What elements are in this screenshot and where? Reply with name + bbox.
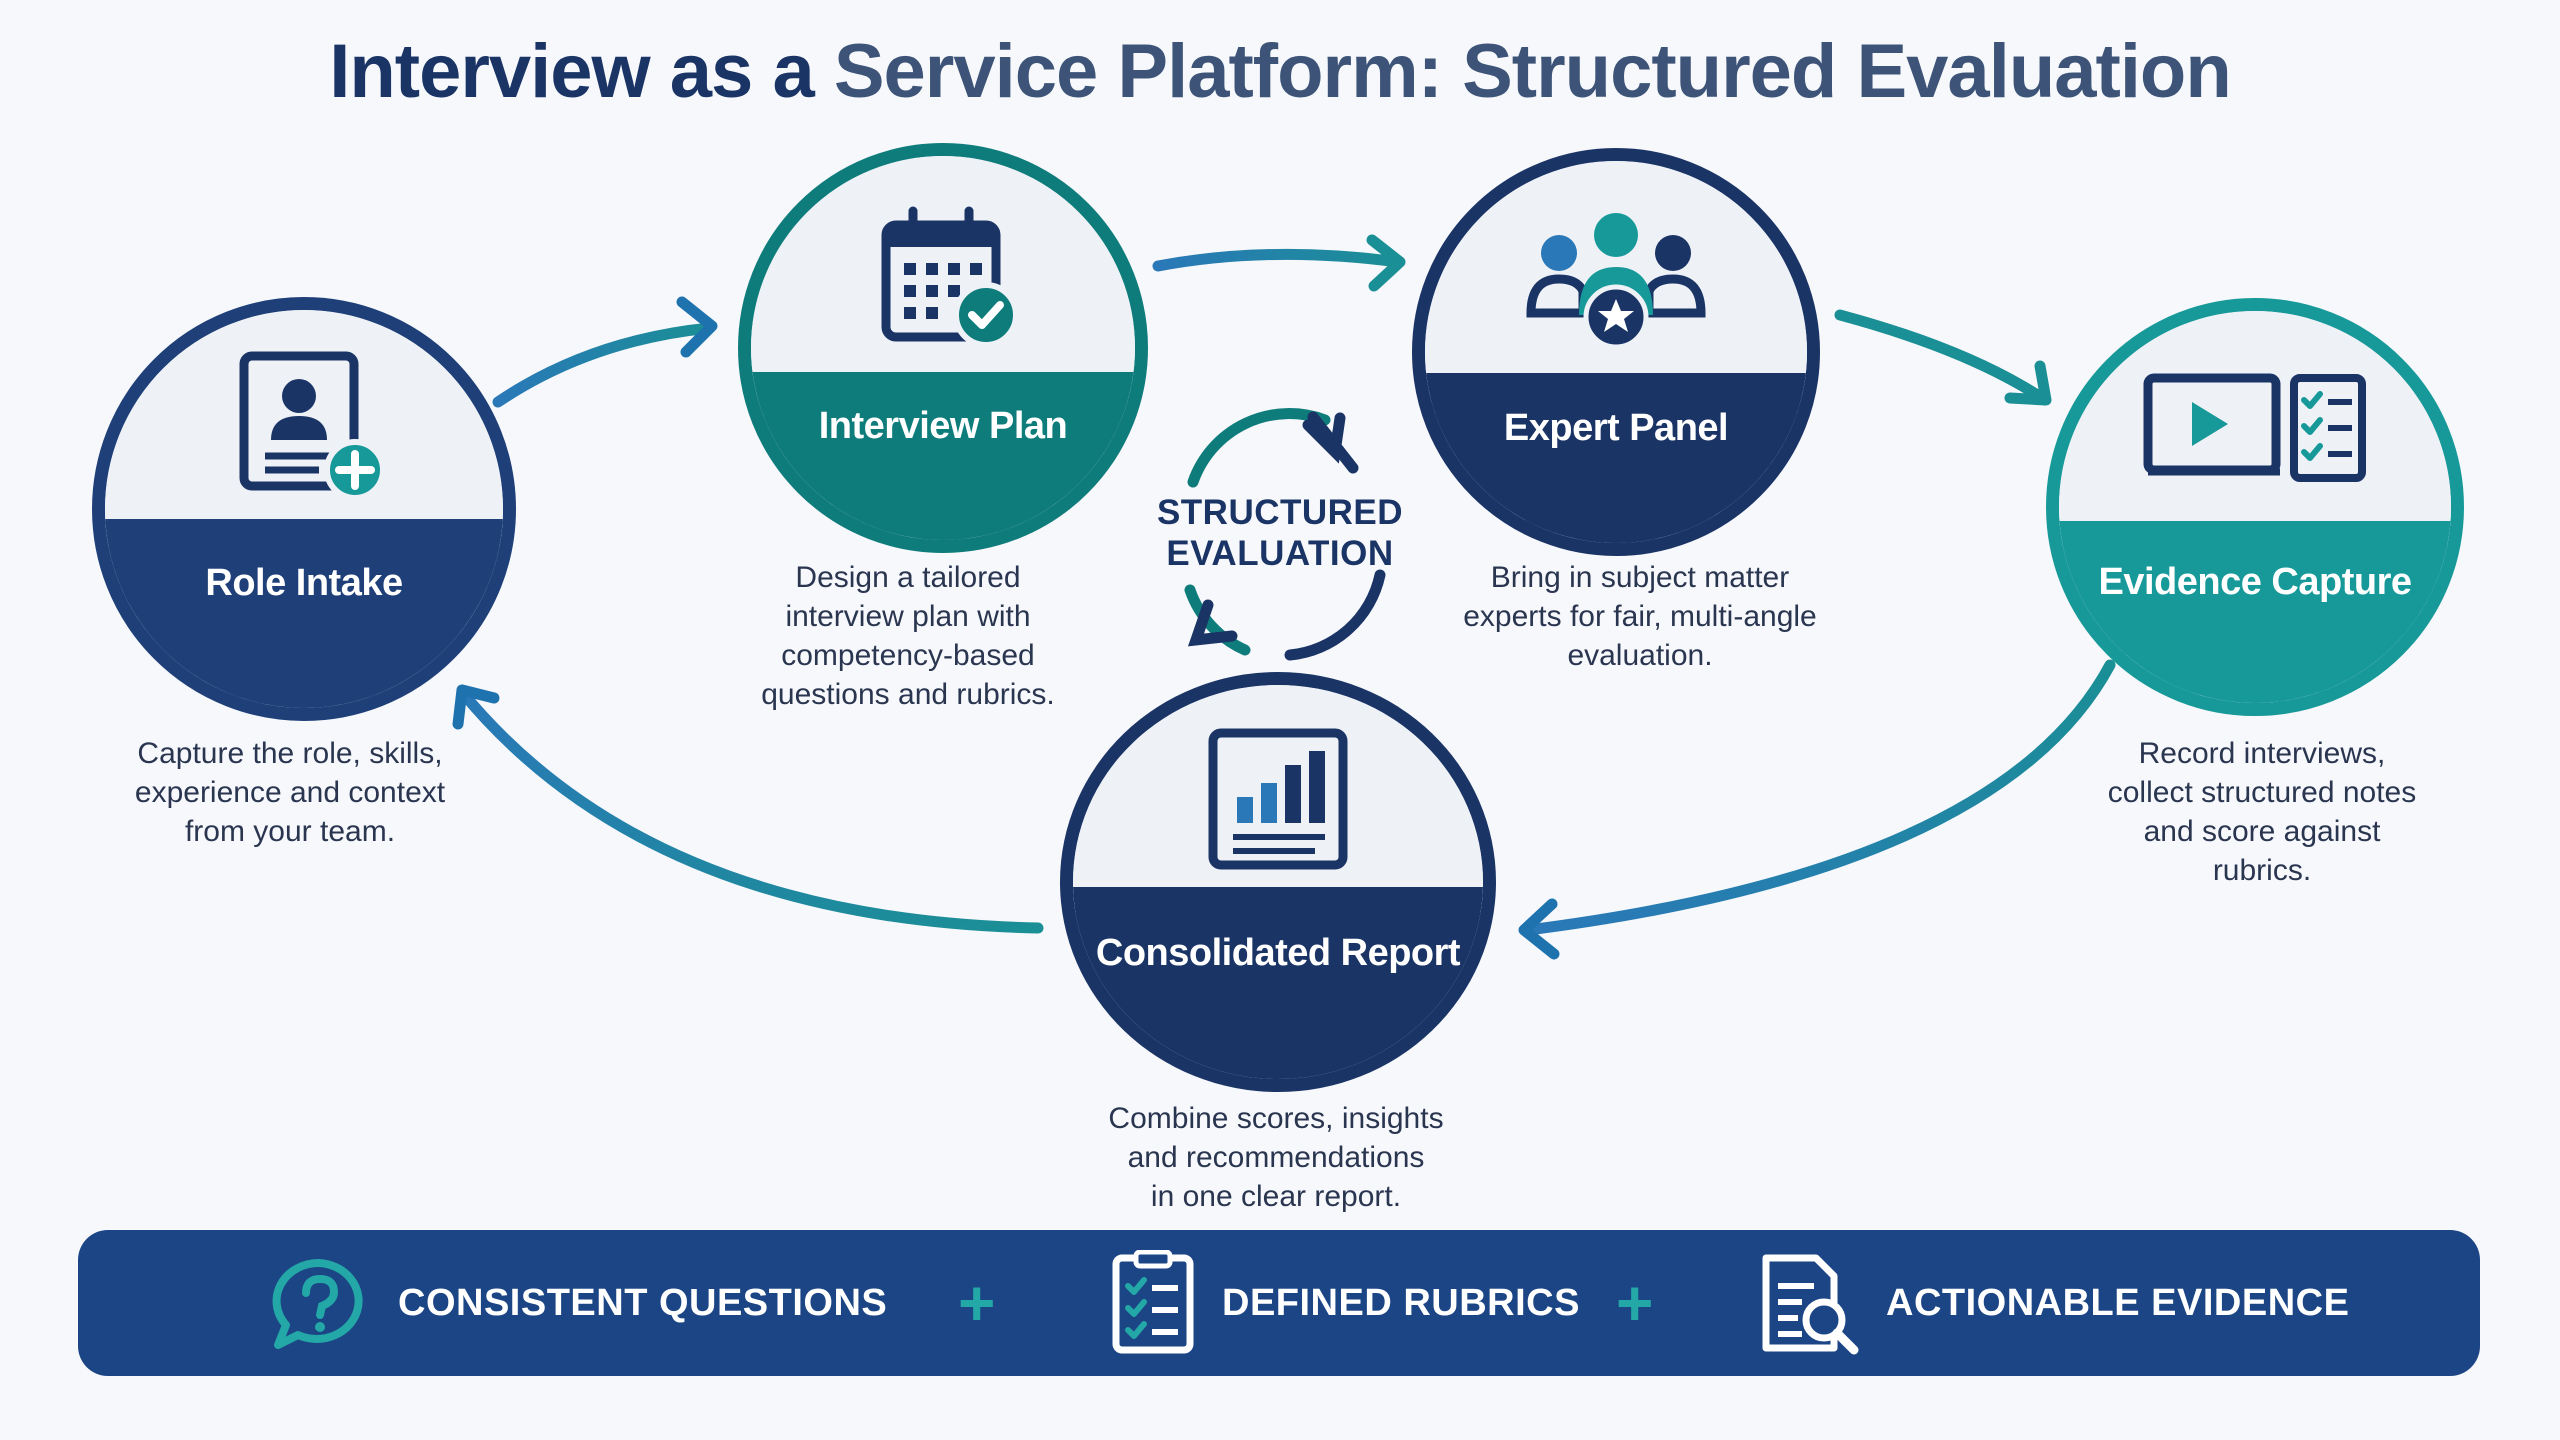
page-title: Interview as a Service Platform: Structu… [0,28,2560,115]
arrow-panel-to-evidence [1834,309,2052,406]
step-label: Evidence Capture [2098,560,2413,603]
step-interview-plan: Interview Plan [738,143,1148,553]
cycle-icon [1184,408,1386,661]
banner-item-label: ACTIONABLE EVIDENCE [1886,1281,2350,1324]
step-evidence-capture: Evidence Capture [2046,298,2464,716]
plus-separator: + [1616,1267,1654,1339]
banner-item-actionable-evidence: ACTIONABLE EVIDENCE [1758,1230,2349,1376]
principles-banner: CONSISTENT QUESTIONS + DEFINED RUBRICS +… [78,1230,2480,1376]
step-label: Interview Plan [818,404,1068,447]
title-part-2: Service Platform: Structured Evaluation [833,29,2232,114]
question-bubble-icon [272,1258,363,1349]
report-chart-icon [1208,728,1348,870]
step-label: Consolidated Report [1095,931,1461,974]
banner-item-consistent-questions: CONSISTENT QUESTIONS [264,1230,887,1376]
expert-group-star-icon [1526,213,1706,350]
profile-card-add-icon [239,351,386,501]
document-search-icon [1762,1254,1859,1355]
step-consolidated-report: Consolidated Report [1060,672,1496,1092]
banner-item-label: CONSISTENT QUESTIONS [398,1281,888,1324]
arrow-intake-to-plan [492,296,718,408]
title-part-1: Interview as a [329,29,834,114]
video-checklist-icon [2143,373,2366,482]
step-description: Record interviews,collect structured not… [2107,737,2417,887]
calendar-check-icon [881,206,1019,348]
banner-item-defined-rubrics: DEFINED RUBRICS [1108,1230,1580,1376]
arrow-plan-to-panel [1152,234,1406,292]
banner-item-label: DEFINED RUBRICS [1222,1281,1580,1324]
plus-separator: + [958,1267,996,1339]
checklist-icon [1112,1250,1194,1354]
arrow-report-to-intake [452,684,1044,934]
step-label: Role Intake [205,562,403,604]
step-expert-panel: Expert Panel [1412,148,1820,556]
step-label: Expert Panel [1503,406,1729,449]
step-role-intake: Role Intake [92,297,516,721]
arrow-evidence-to-report [1518,659,2116,960]
step-description: Capture the role, skills,experience and … [134,737,446,848]
